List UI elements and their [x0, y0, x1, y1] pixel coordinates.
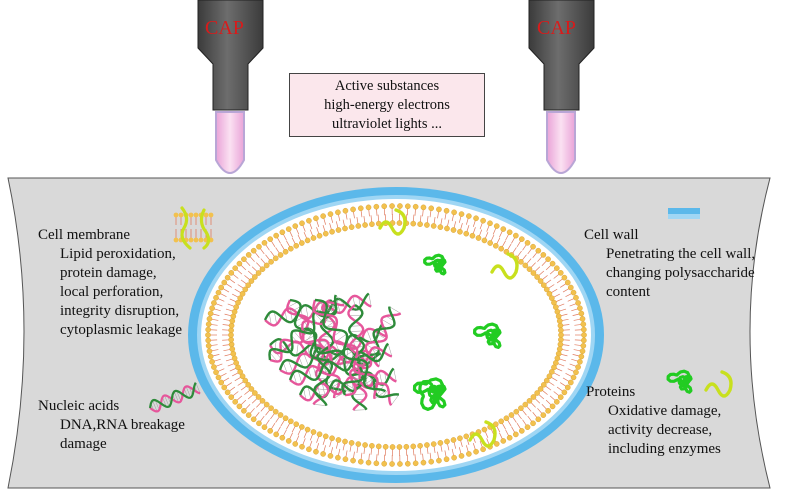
cell-membrane-line: local perforation,	[60, 284, 164, 300]
cell-wall-line: content	[606, 284, 651, 300]
emission-line-3: ultraviolet lights ...	[332, 116, 442, 132]
proteins-annotation: Proteins Oxidative damage, activity decr…	[586, 383, 721, 459]
cell-membrane-line: cytoplasmic leakage	[60, 322, 183, 338]
proteins-title: Proteins	[586, 384, 636, 400]
cell-membrane-annotation: Cell membrane Lipid peroxidation, protei…	[38, 226, 182, 340]
cell-wall-icon	[668, 208, 700, 219]
cap-device-right	[528, 0, 595, 174]
emission-line-2: high-energy electrons	[324, 97, 450, 113]
dna-helix-icon	[148, 382, 201, 413]
cell-wall-line: Penetrating the cell wall,	[606, 246, 756, 262]
proteins-line: including enzymes	[608, 441, 721, 457]
nucleic-acids-line: DNA,RNA breakage	[60, 417, 185, 433]
nucleic-acids-line: damage	[60, 436, 107, 452]
membrane-patch-icon	[173, 206, 214, 250]
protein-clusters	[378, 208, 519, 448]
cell-wall-title: Cell wall	[584, 227, 639, 243]
nucleic-acids-title: Nucleic acids	[38, 398, 120, 414]
cell-wall-line: changing polysaccharide	[606, 265, 755, 281]
protein-icon	[666, 369, 733, 398]
cap-label-right: CAP	[537, 17, 576, 39]
emission-box: Active substances high-energy electrons …	[289, 73, 485, 137]
cap-label-left: CAP	[205, 17, 244, 39]
cell-membrane-line: protein damage,	[60, 265, 157, 281]
cytoplasm	[238, 229, 554, 441]
emission-line-1: Active substances	[334, 78, 440, 94]
cell-membrane-bilayer	[205, 203, 587, 467]
cell-wall-annotation: Cell wall Penetrating the cell wall, cha…	[584, 226, 755, 302]
plasma-jet-right	[546, 111, 576, 174]
proteins-line: Oxidative damage,	[608, 403, 722, 419]
cell-membrane-line: integrity disruption,	[60, 303, 180, 319]
cap-device-left	[197, 0, 264, 174]
plasma-jet-left	[215, 111, 245, 174]
nucleic-acids-annotation: Nucleic acids DNA,RNA breakage damage	[38, 397, 185, 454]
cell-membrane-title: Cell membrane	[38, 227, 131, 243]
proteins-line: activity decrease,	[608, 422, 713, 438]
cell-membrane-line: Lipid peroxidation,	[60, 246, 176, 262]
dna-nucleoid	[263, 292, 402, 411]
